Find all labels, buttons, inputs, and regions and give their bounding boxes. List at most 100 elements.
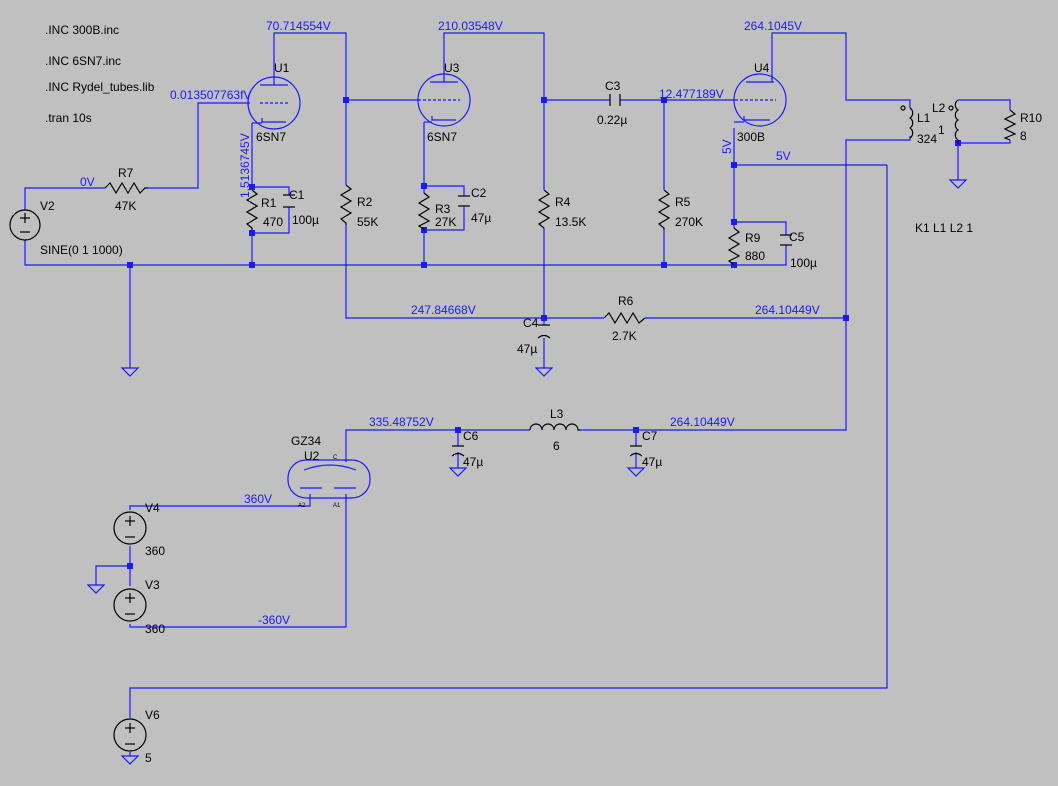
c4-value: 47µ: [517, 342, 537, 356]
resistor-r10: [1003, 109, 1017, 141]
wire-rect-cathode: [345, 429, 530, 456]
r4-name: R4: [555, 195, 571, 209]
voltage-u3-plate: 210.03548V: [438, 19, 503, 33]
source-v6: [113, 718, 147, 752]
sources: [9, 209, 147, 752]
resistor-r1: [245, 189, 259, 230]
resistor-r5: [657, 189, 671, 230]
v2-value: SINE(0 1 1000): [40, 243, 123, 257]
grounds: [86, 179, 968, 765]
resistor-r7: [104, 181, 148, 195]
resistors: [104, 109, 1017, 325]
resistor-r4: [537, 189, 551, 229]
capacitor-c6: [451, 445, 465, 457]
l1-phase-dot: [900, 105, 906, 111]
capacitors: [283, 94, 792, 457]
junction: [541, 97, 547, 103]
wire-u4-plate: [771, 32, 911, 108]
junction: [249, 184, 255, 190]
c1-value: 100µ: [292, 213, 319, 227]
c3-value: 0.22µ: [597, 113, 627, 127]
r7-name: R7: [118, 166, 134, 180]
u2-pin-a1: A1: [333, 503, 341, 509]
directive-inc-rydel: .INC Rydel_tubes.lib: [45, 80, 155, 94]
wire-r2-bplus: [345, 225, 604, 319]
junction: [843, 315, 849, 321]
ground-symbol: [948, 179, 968, 189]
voltage-filament: 5V: [776, 149, 791, 163]
wire-bplus-supply: [580, 318, 847, 431]
wire-c2: [424, 185, 465, 196]
junction: [127, 262, 133, 268]
wire-a2: [129, 494, 311, 510]
c4-name: C4: [523, 316, 539, 330]
wire-c2-bot: [424, 206, 465, 231]
junction: [455, 427, 461, 433]
junction: [541, 315, 547, 321]
r6-value: 2.7K: [612, 329, 637, 343]
capacitor-c5: [780, 234, 792, 246]
wire-c5-bot: [734, 245, 787, 266]
tube-u1: [247, 76, 301, 130]
wire-a1: [129, 494, 347, 628]
u4-name: U4: [754, 61, 770, 75]
l1-name: L1: [917, 111, 931, 125]
c7-name: C7: [642, 429, 658, 443]
wire-l1-bot: [845, 136, 911, 318]
u2-pin-a2: A2: [298, 503, 306, 509]
voltage-neg-360: -360V: [258, 613, 290, 627]
v3-value: 360: [145, 622, 165, 636]
junction: [633, 427, 639, 433]
wire-u3-plate: [443, 32, 545, 190]
junction: [249, 262, 255, 268]
capacitor-c7: [629, 445, 643, 457]
r1-name: R1: [261, 196, 277, 210]
source-v2: [9, 209, 41, 241]
wires: [24, 32, 1011, 756]
voltage-u1-grid: 0.013507763fV: [170, 88, 251, 102]
r5-value: 270K: [675, 215, 703, 229]
wire-filament-run: [129, 165, 888, 718]
l2-value: 1: [938, 123, 945, 137]
u3-name: U3: [444, 61, 460, 75]
directive-tran: .tran 10s: [45, 111, 92, 125]
c7-value: 47µ: [642, 455, 662, 469]
junction: [661, 97, 667, 103]
wire-c1-bot: [252, 207, 290, 234]
wire-l2-top: [958, 99, 1011, 110]
tube-u2-rectifier: [287, 456, 371, 499]
v6-name: V6: [145, 708, 160, 722]
ground-symbol: [626, 467, 646, 477]
junction: [421, 183, 427, 189]
r7-value: 47K: [115, 199, 136, 213]
voltage-bplus-r6: 264.10449V: [755, 303, 820, 317]
voltage-u4-cathode: 5V: [720, 139, 734, 154]
ground-symbol: [534, 367, 554, 377]
voltage-input: 0V: [80, 175, 95, 189]
resistor-r3: [417, 192, 431, 230]
voltage-pos-360: 360V: [244, 492, 272, 506]
c2-name: C2: [471, 186, 487, 200]
v3-name: V3: [145, 578, 160, 592]
inductor-l3: [529, 423, 580, 431]
source-v4: [113, 511, 147, 545]
junction: [731, 219, 737, 225]
r10-name: R10: [1020, 111, 1042, 125]
l3-name: L3: [550, 407, 564, 421]
r9-value: 880: [745, 249, 765, 263]
voltage-u4-grid: 12.477189V: [659, 87, 724, 101]
l2-name: L2: [932, 101, 946, 115]
tube-u3: [417, 73, 471, 127]
u1-value: 6SN7: [256, 130, 286, 144]
c6-name: C6: [463, 429, 479, 443]
wire-r7-grid: [148, 102, 250, 189]
ground-symbol: [120, 367, 140, 377]
r6-name: R6: [618, 294, 634, 308]
capacitor-c4: [537, 324, 551, 339]
c2-value: 47µ: [471, 211, 491, 225]
capacitor-c2: [458, 195, 470, 207]
r3-value: 27K: [435, 215, 456, 229]
u1-name: U1: [274, 61, 290, 75]
c5-value: 100µ: [790, 256, 817, 270]
